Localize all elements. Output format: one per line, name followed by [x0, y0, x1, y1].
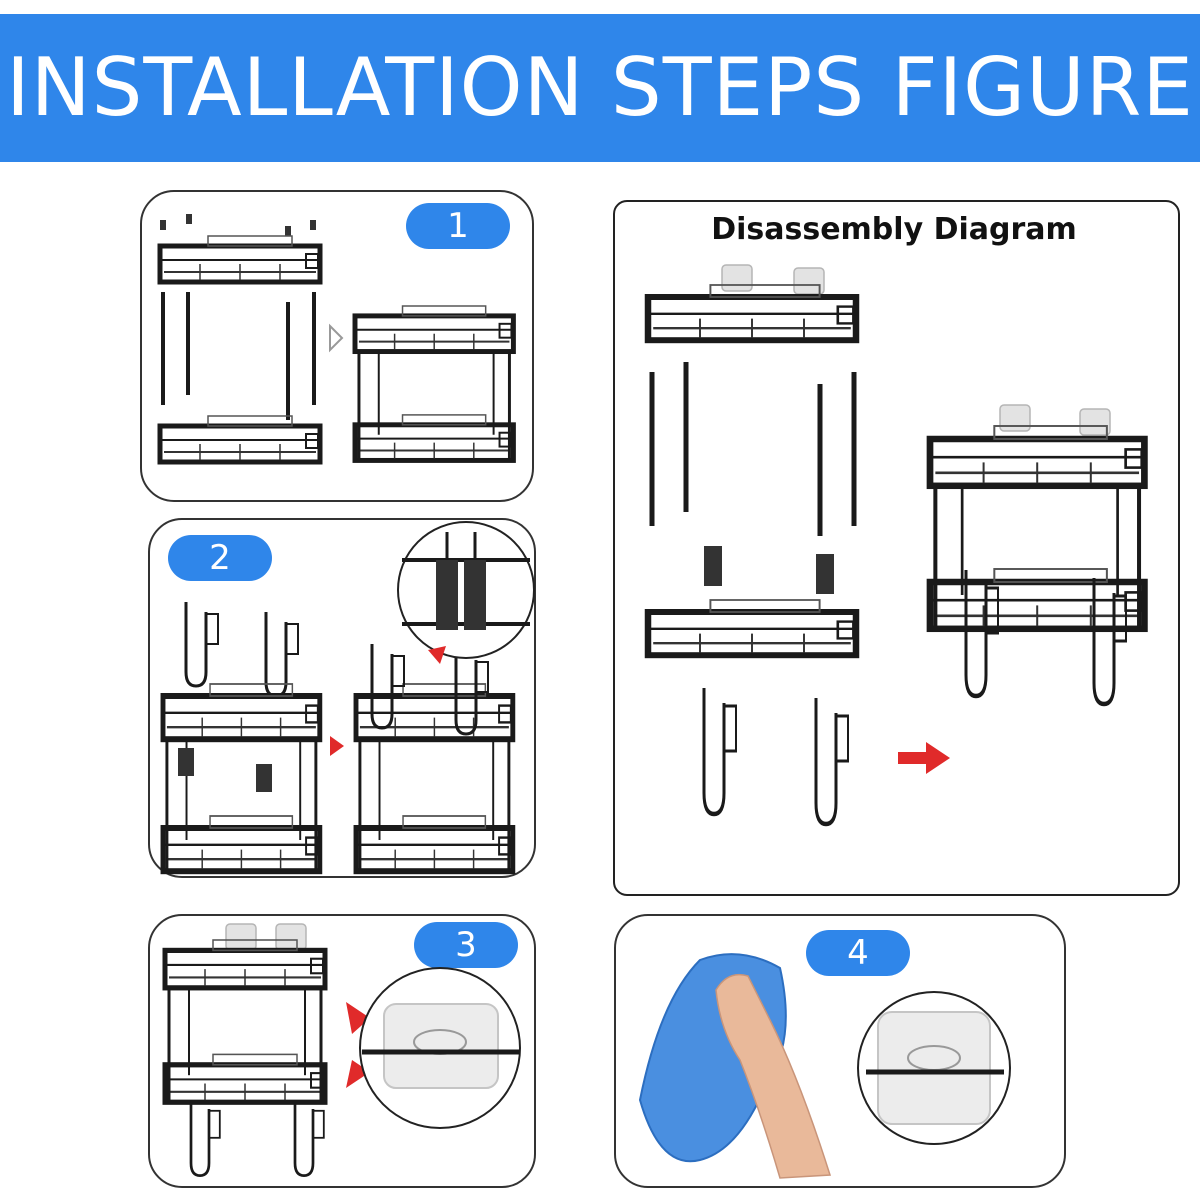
hand-icon	[715, 973, 832, 1179]
header-banner	[0, 14, 1200, 162]
step-1-badge: 1	[406, 203, 510, 249]
pointer-arrow	[346, 1002, 370, 1034]
step-2-illustration	[163, 521, 535, 871]
page-title: INSTALLATION STEPS FIGURE	[6, 41, 1194, 134]
step-1-illustration	[160, 214, 513, 462]
pointer-arrow	[428, 646, 446, 664]
step-4-illustration	[638, 953, 1011, 1179]
disassembly-title: Disassembly Diagram	[711, 212, 1077, 247]
step-3-badge: 3	[414, 922, 518, 968]
step-2-badge: 2	[168, 535, 272, 581]
screws	[160, 214, 316, 236]
arrow-right-icon	[898, 742, 950, 774]
suction-cup-icon	[877, 1011, 991, 1125]
pointer-arrow	[346, 1060, 370, 1088]
disassembly-illustration	[648, 264, 1144, 824]
arrow-right-icon	[330, 736, 344, 756]
step-4-badge: 4	[806, 930, 910, 976]
arrow-right-icon	[329, 323, 344, 353]
step-3-illustration	[165, 923, 521, 1177]
